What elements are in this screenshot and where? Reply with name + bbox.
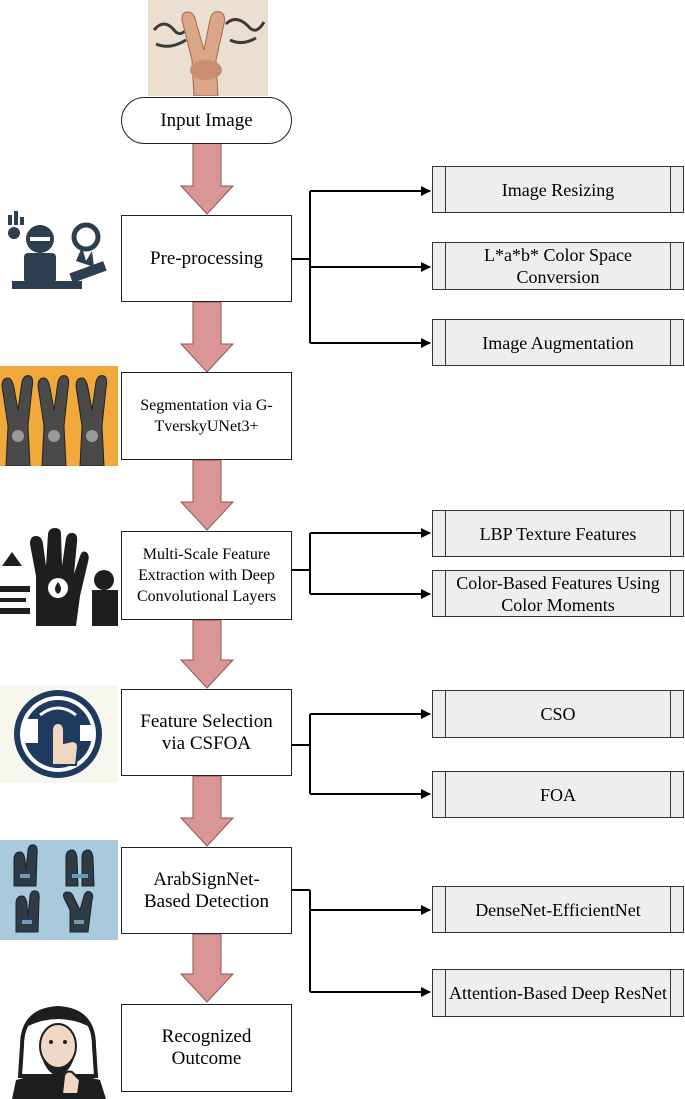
- lab-color-conversion-box: L*a*b* Color Space Conversion: [432, 242, 684, 290]
- image-resizing-box: Image Resizing: [432, 166, 684, 213]
- preprocessing-node: Pre-processing: [121, 215, 292, 302]
- feature-selection-label: Feature Selection via CSFOA: [140, 710, 273, 754]
- feature-selection-node: Feature Selection via CSFOA: [121, 689, 292, 776]
- detection-node: ArabSignNet-Based Detection: [121, 847, 292, 934]
- lbp-texture-box: LBP Texture Features: [432, 510, 684, 557]
- input-image-label: Input Image: [160, 109, 253, 131]
- segmentation-thumbnail: [0, 366, 118, 466]
- color-moments-box: Color-Based Features Using Color Moments: [432, 570, 684, 617]
- densenet-efficientnet-box: DenseNet-EfficientNet: [432, 886, 684, 933]
- flow-arrow: [179, 933, 235, 1003]
- preprocessing-thumbnail: [0, 207, 118, 302]
- feature-extraction-label: Multi-Scale Feature Extraction with Deep…: [136, 546, 277, 605]
- input-image-node: Input Image: [121, 97, 292, 144]
- color-moments-label: Color-Based Features Using Color Moments: [456, 572, 660, 615]
- foa-box: FOA: [432, 771, 684, 818]
- densenet-efficientnet-label: DenseNet-EfficientNet: [475, 899, 641, 920]
- segmentation-node: Segmentation via G-TverskyUNet3+: [121, 372, 292, 460]
- detection-thumbnail: [0, 840, 118, 940]
- input-image-thumbnail: [148, 0, 268, 96]
- feature-extraction-thumbnail: [0, 526, 118, 626]
- segmentation-label: Segmentation via G-TverskyUNet3+: [140, 397, 273, 435]
- preprocessing-label: Pre-processing: [150, 247, 263, 269]
- feature-selection-thumbnail: [0, 685, 118, 783]
- cso-box: CSO: [432, 690, 684, 738]
- image-resizing-label: Image Resizing: [501, 179, 615, 200]
- feature-extraction-node: Multi-Scale Feature Extraction with Deep…: [121, 531, 292, 620]
- flow-arrow: [179, 775, 235, 847]
- image-augmentation-label: Image Augmentation: [482, 332, 634, 353]
- flow-arrow: [179, 141, 235, 215]
- attention-resnet-label: Attention-Based Deep ResNet: [449, 983, 667, 1003]
- foa-label: FOA: [539, 784, 576, 805]
- detection-label: ArabSignNet-Based Detection: [143, 868, 270, 912]
- outcome-thumbnail: [0, 996, 118, 1099]
- flow-arrow: [179, 619, 235, 689]
- attention-resnet-box: Attention-Based Deep ResNet: [432, 969, 684, 1017]
- image-augmentation-box: Image Augmentation: [432, 319, 684, 366]
- lab-color-conversion-label: L*a*b* Color Space Conversion: [484, 245, 632, 287]
- cso-label: CSO: [540, 704, 576, 724]
- lbp-texture-label: LBP Texture Features: [479, 523, 637, 544]
- outcome-node: Recognized Outcome: [121, 1004, 292, 1092]
- flow-arrow: [179, 459, 235, 531]
- flow-arrow: [179, 301, 235, 373]
- outcome-label: Recognized Outcome: [161, 1026, 252, 1069]
